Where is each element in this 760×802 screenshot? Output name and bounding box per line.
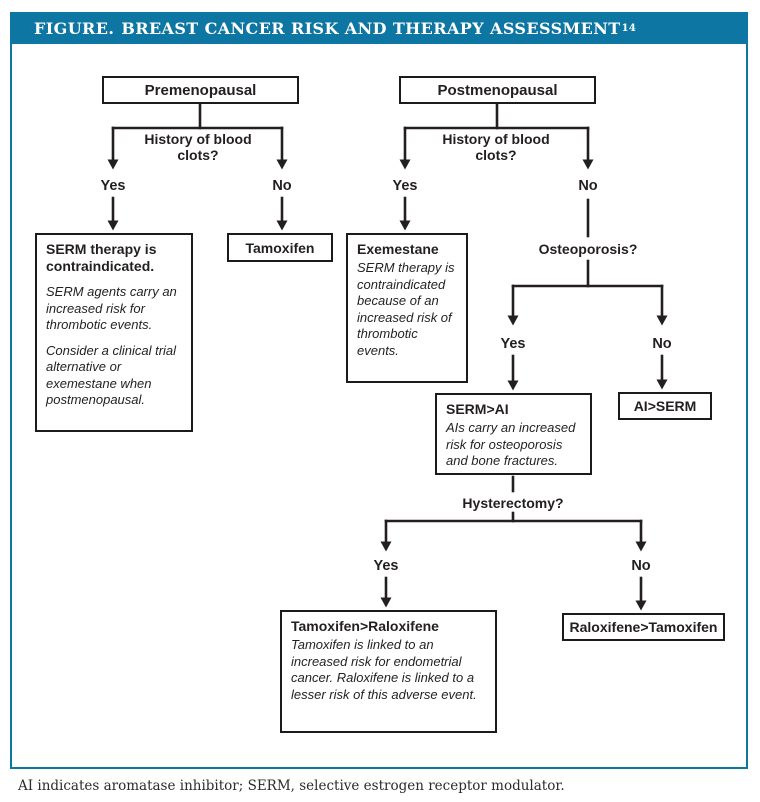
- branch-osteo-no: No: [652, 336, 672, 352]
- node-tamoxifen-over-raloxifene: Tamoxifen>Raloxifene Tamoxifen is linked…: [280, 610, 497, 733]
- node-tamoxifen: Tamoxifen: [227, 233, 333, 262]
- question-blood-clots-left: History of blood clots?: [144, 131, 252, 164]
- node-exemestane-body: SERM therapy is contraindicated because …: [357, 260, 455, 358]
- node-serm-over-ai-title: SERM>AI: [446, 401, 509, 417]
- node-ai-over-serm-label: AI>SERM: [633, 398, 697, 414]
- figure-header: FIGURE. BREAST CANCER RISK AND THERAPY A…: [10, 12, 748, 44]
- node-premenopausal-label: Premenopausal: [144, 81, 257, 99]
- node-serm-contraindicated-body2: Consider a clinical trial alternative or…: [46, 342, 177, 408]
- figure-reference-superscript: 14: [621, 22, 637, 34]
- branch-hyst-yes: Yes: [373, 558, 399, 574]
- branch-post-no: No: [578, 178, 598, 194]
- node-tamoxifen-over-raloxifene-title: Tamoxifen>Raloxifene: [291, 618, 439, 634]
- node-tamoxifen-over-raloxifene-body: Tamoxifen is linked to an increased risk…: [291, 637, 477, 702]
- node-serm-over-ai-body: AIs carry an increased risk for osteopor…: [446, 420, 576, 469]
- node-postmenopausal-label: Postmenopausal: [437, 81, 558, 99]
- node-ai-over-serm: AI>SERM: [618, 392, 712, 420]
- figure-title: BREAST CANCER RISK AND THERAPY ASSESSMEN…: [121, 18, 621, 38]
- figure-label: FIGURE.: [34, 18, 115, 38]
- node-raloxifene-over-tamoxifen-label: Raloxifene>Tamoxifen: [569, 619, 718, 635]
- branch-post-yes: Yes: [392, 178, 418, 194]
- node-serm-contraindicated-body1: SERM agents carry an increased risk for …: [46, 284, 177, 333]
- node-raloxifene-over-tamoxifen: Raloxifene>Tamoxifen: [562, 613, 725, 641]
- node-exemestane-title: Exemestane: [357, 241, 439, 257]
- node-exemestane: Exemestane SERM therapy is contraindicat…: [346, 233, 468, 383]
- branch-hyst-no: No: [631, 558, 651, 574]
- branch-pre-no: No: [272, 178, 292, 194]
- abbreviation-note: AI indicates aromatase inhibitor; SERM, …: [18, 778, 565, 794]
- question-blood-clots-right: History of blood clots?: [442, 131, 550, 164]
- node-serm-contraindicated: SERM therapy is contraindicated. SERM ag…: [35, 233, 193, 432]
- node-serm-over-ai: SERM>AI AIs carry an increased risk for …: [435, 393, 592, 475]
- question-hysterectomy: Hysterectomy?: [462, 495, 564, 511]
- node-premenopausal: Premenopausal: [102, 76, 299, 104]
- node-postmenopausal: Postmenopausal: [399, 76, 596, 104]
- branch-osteo-yes: Yes: [500, 336, 526, 352]
- question-osteoporosis: Osteoporosis?: [538, 241, 638, 257]
- node-tamoxifen-label: Tamoxifen: [245, 239, 315, 256]
- branch-pre-yes: Yes: [100, 178, 126, 194]
- node-serm-contraindicated-title: SERM therapy is contraindicated.: [46, 241, 157, 275]
